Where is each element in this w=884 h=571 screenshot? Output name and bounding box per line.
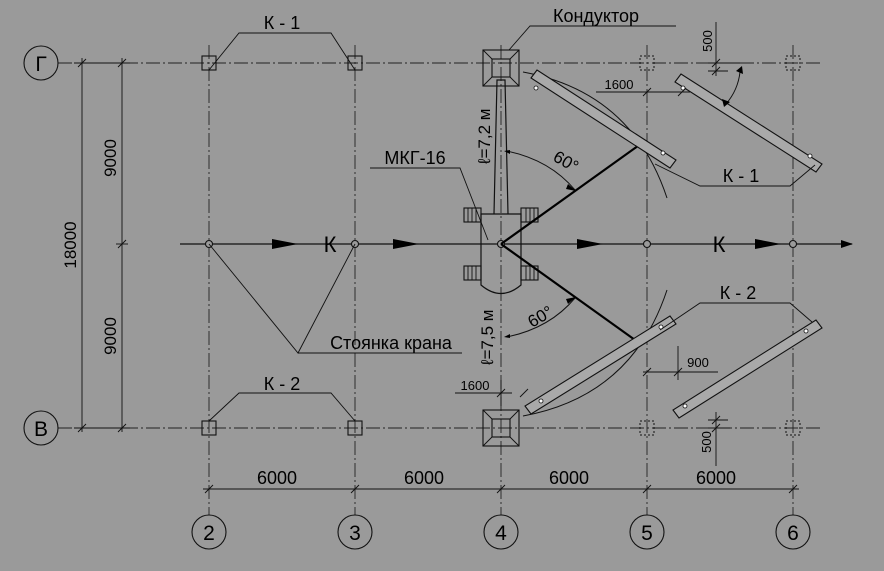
- leaders: К - 1 К - 2 Кондуктор МКГ-16 Стоянка кра…: [208, 6, 816, 422]
- column-g6-planned: [785, 55, 801, 71]
- angle-arc-top: [506, 150, 576, 191]
- axis-label-6: 6: [787, 522, 799, 545]
- grid-axes: [58, 45, 820, 518]
- dim-1600-bottom: 1600: [461, 378, 490, 393]
- horizontal-dimensions: 6000 6000 6000 6000: [203, 468, 799, 494]
- panel-k1-mounting: [530, 69, 677, 169]
- parking-point-5: [642, 239, 652, 249]
- crane-path: К К: [180, 232, 853, 257]
- label-k2-right: К - 2: [720, 283, 757, 303]
- axis-label-v: В: [34, 418, 48, 441]
- columns: [201, 49, 801, 447]
- crane-body: [480, 213, 522, 295]
- label-k1-left: К - 1: [264, 13, 301, 33]
- panel-k1-stored: [674, 73, 823, 173]
- label-k2-left: К - 2: [264, 374, 301, 394]
- wall-panels: [524, 69, 823, 419]
- angle-arc-bottom: [506, 297, 576, 338]
- panel-k2-mounting: [524, 315, 677, 415]
- label-parking: Стоянка крана: [330, 333, 453, 353]
- dim-span-2-3: 6000: [257, 468, 297, 488]
- crane-mkg16: 60° 60° ℓ=7,2 м ℓ=7,5 м: [463, 79, 643, 366]
- column-v6-planned: [785, 420, 801, 436]
- conductor-top: [482, 49, 520, 87]
- axis-label-5: 5: [641, 522, 653, 545]
- reach-arc-bottom: [522, 289, 668, 417]
- axis-bubble-3: [337, 514, 373, 550]
- angle-label-top: 60°: [550, 147, 582, 176]
- crane-boom: [493, 79, 509, 215]
- parking-point-6: [788, 239, 798, 249]
- axis-bubbles: Г В 2 3 4 5 6: [23, 45, 811, 550]
- outrigger-top-right: [520, 207, 539, 223]
- outrigger-bottom-left: [463, 265, 482, 281]
- reach-label-top: ℓ=7,2 м: [475, 109, 494, 165]
- dim-offset-bottom: 500: [699, 431, 714, 453]
- path-label-left: К: [324, 232, 337, 257]
- offset-dimensions: 500 500 1600 1600 900: [455, 22, 743, 466]
- reach-arc-top: [522, 71, 668, 199]
- label-conductor: Кондуктор: [553, 6, 639, 26]
- dim-span-3-4: 6000: [404, 468, 444, 488]
- path-label-right: К: [713, 232, 726, 257]
- dim-1600-top: 1600: [605, 77, 634, 92]
- axis-bubble-5: [629, 514, 665, 550]
- boom-line-bottom: [500, 243, 643, 346]
- column-g5-planned: [639, 55, 655, 71]
- dim-9000-top: 9000: [101, 139, 120, 177]
- axis-bubble-4: [483, 514, 519, 550]
- dim-900: 900: [687, 355, 709, 370]
- dim-span-4-5: 6000: [549, 468, 589, 488]
- axis-bubble-v: [23, 410, 59, 446]
- dim-span-5-6: 6000: [696, 468, 736, 488]
- leader-k1-left: [208, 32, 356, 71]
- vertical-dimensions: 18000 9000 9000: [61, 58, 130, 433]
- axis-label-2: 2: [203, 522, 215, 545]
- axis-bubble-g: [23, 45, 59, 81]
- conductor-bottom: [482, 409, 520, 447]
- outrigger-top-left: [463, 207, 482, 223]
- panel-k2-stored: [672, 319, 823, 419]
- leader-k2-right: [659, 302, 813, 331]
- axis-bubble-2: [191, 514, 227, 550]
- outrigger-bottom-right: [520, 265, 539, 281]
- angle-label-bottom: 60°: [525, 302, 557, 331]
- dim-18000: 18000: [61, 221, 80, 268]
- label-k1-right: К - 1: [723, 166, 760, 186]
- leader-k1-right: [654, 163, 816, 187]
- leader-crane: [370, 167, 489, 241]
- axis-label-3: 3: [349, 522, 361, 545]
- axis-label-4: 4: [495, 522, 507, 545]
- boom-line-top: [500, 142, 643, 245]
- reach-label-bottom: ℓ=7,5 м: [478, 310, 497, 366]
- column-v5-planned: [639, 420, 655, 436]
- label-crane: МКГ-16: [384, 148, 445, 168]
- axis-label-g: Г: [35, 53, 46, 76]
- leader-conductor: [508, 25, 676, 51]
- leader-k2-left: [208, 392, 356, 422]
- dim-9000-bottom: 9000: [101, 317, 120, 355]
- axis-bubble-6: [775, 514, 811, 550]
- dim-offset-top: 500: [700, 30, 715, 52]
